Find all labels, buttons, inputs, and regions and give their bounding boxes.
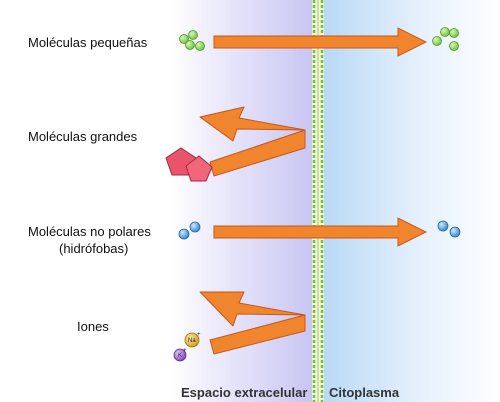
potassium-ion-symbol: K xyxy=(178,353,182,359)
cytoplasm-region xyxy=(324,0,500,402)
label-nonpolar-molecules: Moléculas no polares xyxy=(28,224,151,239)
potassium-ion: K + xyxy=(173,348,187,362)
cytoplasm-label: Citoplasma xyxy=(329,385,400,400)
cell-membrane xyxy=(312,0,324,402)
nonpolar-molecule-left xyxy=(178,221,201,240)
nonpolar-molecule-right xyxy=(437,220,461,238)
sodium-ion-charge: + xyxy=(197,332,201,338)
sodium-ion: Na + xyxy=(184,332,201,348)
bounce-arrow-large xyxy=(199,106,306,177)
label-ions: Iones xyxy=(77,319,109,334)
large-molecules xyxy=(165,147,213,182)
bounce-arrow-ions xyxy=(199,291,306,355)
sodium-ion-symbol: Na xyxy=(188,338,196,344)
label-large-molecules: Moléculas grandes xyxy=(28,129,138,144)
label-small-molecules: Moléculas pequeñas xyxy=(28,35,148,50)
small-molecules-right xyxy=(432,27,459,51)
small-molecules-left xyxy=(179,30,205,51)
extracellular-label: Espacio extracelular xyxy=(181,385,307,400)
pass-through-arrow-small xyxy=(213,27,428,57)
pass-through-arrow-nonpolar xyxy=(213,217,428,247)
potassium-ion-charge: + xyxy=(183,348,187,354)
label-nonpolar-subtitle: (hidrófobas) xyxy=(59,241,128,256)
